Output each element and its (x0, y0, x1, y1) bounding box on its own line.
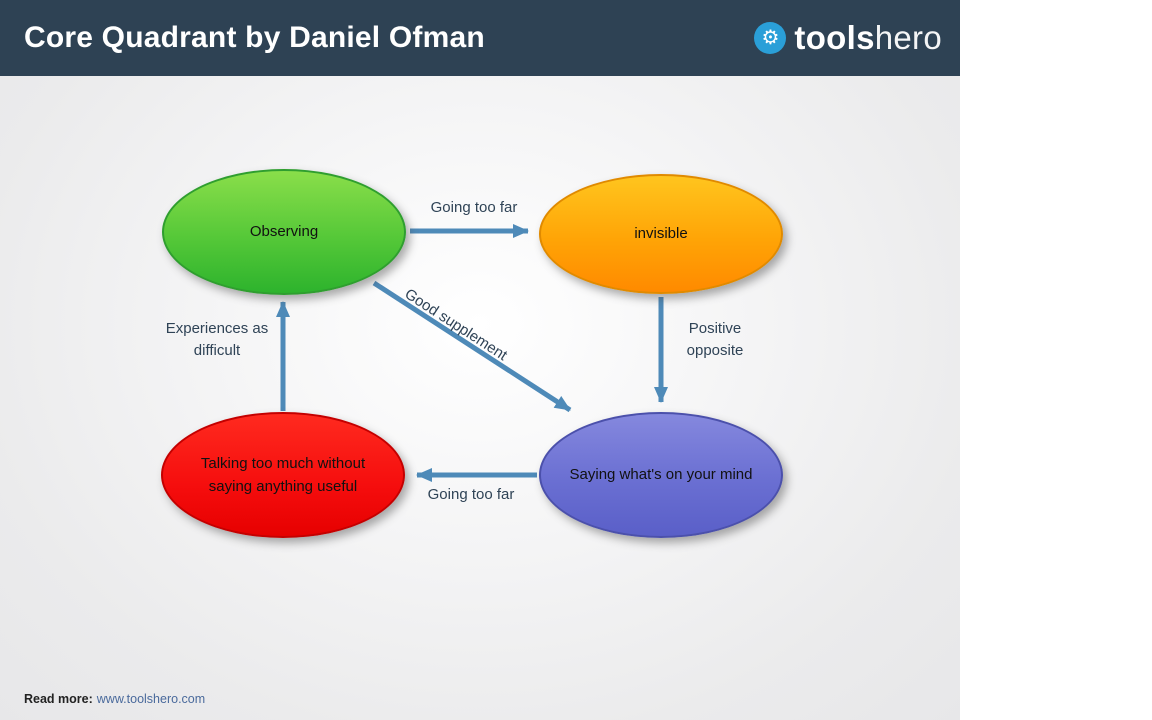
arrow-layer (276, 224, 668, 482)
header-bar: Core Quadrant by Daniel Ofman ⚙ toolsher… (0, 0, 960, 76)
diagram-canvas: Observing invisible Talking too much wit… (0, 76, 960, 720)
node-saying-whats-on-your-mind: Saying what's on your mind (539, 412, 783, 538)
footer: Read more:www.toolshero.com (24, 692, 205, 706)
edge-label-experiences-as-difficult: Experiences as difficult (165, 320, 269, 359)
slide: Core Quadrant by Daniel Ofman ⚙ toolsher… (0, 0, 960, 720)
node-observing: Observing (162, 169, 406, 295)
logo-text-light: hero (874, 19, 942, 56)
edge-label-going-too-far-bottom: Going too far (427, 486, 515, 503)
edge-label-good-supplement: Good supplement (401, 285, 511, 365)
gear-icon: ⚙ (754, 22, 787, 54)
node-saying-label: Saying what's on your mind (569, 466, 753, 484)
node-talking-label: Talking too much without saying anything… (200, 454, 366, 495)
logo-text: toolshero (794, 19, 942, 57)
edge-label-positive-opposite: Positive opposite (686, 320, 744, 359)
read-more-label: Read more: (24, 692, 93, 706)
toolshero-logo: ⚙ toolshero (754, 19, 942, 57)
edge-label-going-too-far-top: Going too far (430, 199, 518, 216)
node-talking-too-much: Talking too much without saying anything… (161, 412, 405, 538)
node-observing-label: Observing (249, 223, 319, 241)
page-title: Core Quadrant by Daniel Ofman (24, 21, 485, 54)
node-invisible: invisible (539, 174, 783, 294)
node-invisible-label: invisible (634, 225, 688, 243)
toolshero-link[interactable]: www.toolshero.com (96, 692, 206, 706)
logo-text-bold: tools (794, 19, 875, 56)
